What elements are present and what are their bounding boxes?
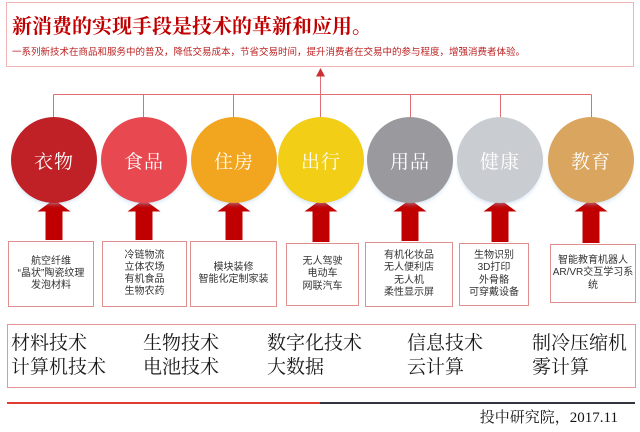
item-line: 3D打印 xyxy=(477,262,511,274)
category-circle-label: 衣物 xyxy=(33,151,74,173)
center-up-arrowhead-icon xyxy=(316,68,325,77)
item-box-clothing: 航空纤维 “晶状”陶瓷纹理 发泡材料 xyxy=(8,241,94,307)
tech-line: 大数据 xyxy=(267,357,325,378)
category-circle-label: 用品 xyxy=(389,151,430,173)
footer-divider-dark xyxy=(320,402,635,404)
tech-group-bio: 生物技术 电池技术 xyxy=(143,332,219,380)
category-circle-clothing: 衣物 xyxy=(11,117,97,203)
category-circle-food: 食品 xyxy=(101,117,187,203)
category-circle-goods: 用品 xyxy=(367,117,453,203)
category-circle-housing: 住房 xyxy=(191,117,277,203)
item-line: 统 xyxy=(588,279,598,291)
tech-group-digital: 数字化技术 大数据 xyxy=(267,332,362,380)
tech-line: 材料技术 xyxy=(11,333,88,354)
connector-tree xyxy=(53,73,592,117)
up-arrow-icon-5 xyxy=(393,199,427,241)
footer-divider-red xyxy=(7,402,320,404)
item-line: 电动车 xyxy=(307,268,338,280)
category-circle-health: 健康 xyxy=(457,117,543,203)
item-line: 有机化妆品 xyxy=(384,250,434,262)
slide-title: 新消费的实现手段是技术的革新和应用。 xyxy=(12,16,372,38)
item-box-housing: 模块装修 智能化定制家装 xyxy=(190,241,277,307)
category-circle-label: 食品 xyxy=(123,151,164,173)
tech-group-materials: 材料技术 计算机技术 xyxy=(11,332,106,380)
footer-source: 投中研究院，2017.11 xyxy=(479,410,618,426)
up-arrow-icon-7 xyxy=(574,199,608,243)
category-circle-label: 出行 xyxy=(300,151,341,173)
tech-group-information: 信息技术 云计算 xyxy=(407,332,483,380)
item-line: “晶状”陶瓷纹理 xyxy=(17,267,85,279)
tech-line: 计算机技术 xyxy=(11,357,107,378)
item-line: 立体农场 xyxy=(124,261,165,273)
up-arrows xyxy=(37,199,608,243)
item-line: 柔性显示屏 xyxy=(384,286,434,298)
item-line: 可穿戴设备 xyxy=(469,286,519,298)
title-panel: 新消费的实现手段是技术的革新和应用。 一系列新技术在商品和服务中的普及，降低交易… xyxy=(6,2,634,67)
up-arrow-icon-4 xyxy=(304,199,338,242)
tech-line: 数字化技术 xyxy=(267,333,363,354)
item-line: 有机食品 xyxy=(124,274,165,285)
item-line: 模块装修 xyxy=(213,261,254,273)
tech-line: 电池技术 xyxy=(143,357,220,378)
category-circle-education: 教育 xyxy=(548,117,634,203)
up-arrow-icon-2 xyxy=(127,199,161,240)
item-box-education: 智能教育机器人 AR/VR交互学习系 统 xyxy=(550,244,636,303)
item-line: 发泡材料 xyxy=(31,280,71,292)
item-box-goods: 有机化妆品 无人便利店 无人机 柔性显示屏 xyxy=(365,242,453,307)
up-arrow-icon-3 xyxy=(217,199,251,240)
tech-group-cooling: 制冷压缩机 雾计算 xyxy=(532,332,627,380)
item-line: 冷链物流 xyxy=(124,249,165,261)
category-circle-mobility: 出行 xyxy=(278,117,364,203)
item-line: 航空纤维 xyxy=(31,255,71,267)
item-box-health: 生物识别 3D打印 外骨骼 可穿戴设备 xyxy=(459,243,529,306)
item-line: 无人驾驶 xyxy=(302,256,343,268)
up-arrow-icon-6 xyxy=(483,199,517,242)
item-line: 无人便利店 xyxy=(384,262,434,274)
tech-line: 制冷压缩机 xyxy=(532,333,628,354)
technology-panel xyxy=(7,324,636,388)
up-arrow-icon-1 xyxy=(37,199,71,240)
tech-line: 云计算 xyxy=(407,357,465,378)
category-circle-label: 住房 xyxy=(213,151,254,173)
item-line: 智能化定制家装 xyxy=(198,274,269,285)
item-line: 外骨骼 xyxy=(479,274,509,286)
item-box-mobility: 无人驾驶 电动车 网联汽车 xyxy=(286,243,359,306)
slide-subtitle: 一系列新技术在商品和服务中的普及，降低交易成本，节省交易时间，提升消费者在交易中… xyxy=(12,46,526,58)
item-line: AR/VR交互学习系 xyxy=(552,267,634,279)
category-circle-label: 教育 xyxy=(570,151,611,173)
item-box-food: 冷链物流 立体农场 有机食品 生物农药 xyxy=(102,241,187,307)
item-line: 智能教育机器人 xyxy=(558,255,628,267)
item-line: 网联汽车 xyxy=(302,280,343,292)
tech-line: 信息技术 xyxy=(407,333,484,354)
tech-line: 生物技术 xyxy=(143,333,220,354)
item-line: 生物识别 xyxy=(474,250,514,262)
item-line: 生物农药 xyxy=(124,286,165,298)
item-line: 无人机 xyxy=(394,274,424,286)
tech-line: 雾计算 xyxy=(532,357,590,378)
category-circle-label: 健康 xyxy=(479,151,520,173)
